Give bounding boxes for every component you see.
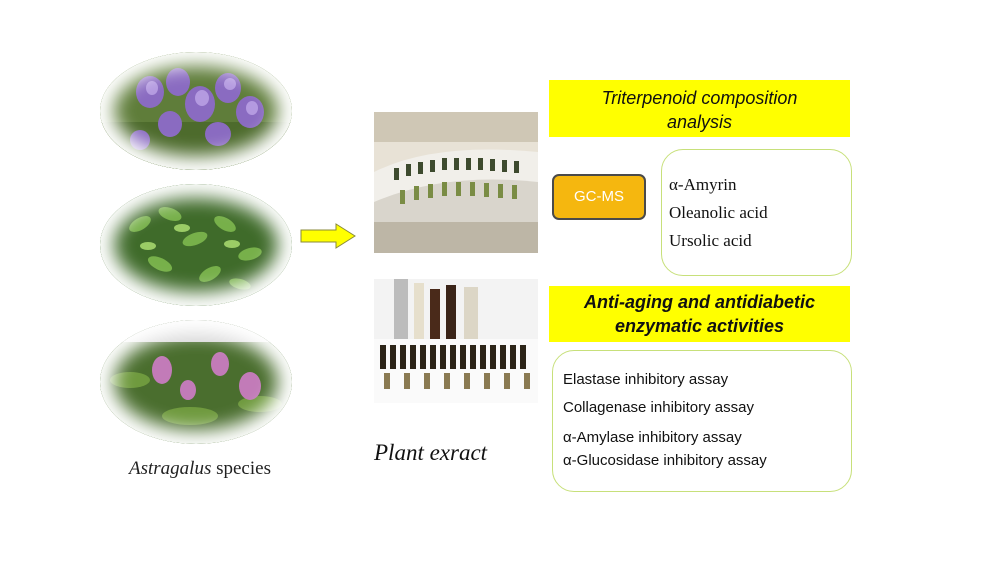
- species-caption: Astragalus species: [100, 458, 300, 480]
- triterpenoid-banner: Triterpenoid composition analysis: [549, 80, 850, 137]
- activity-banner-line1: Anti-aging and antidiabetic: [583, 292, 815, 312]
- compound-item: Ursolic acid: [669, 231, 752, 250]
- assay-item: Collagenase inhibitory assay: [563, 399, 754, 416]
- compounds-box: [661, 149, 852, 276]
- activity-banner-line2: enzymatic activities: [614, 316, 785, 336]
- plant-photo-pink-flowers: [100, 320, 292, 444]
- assay-item: α-Amylase inhibitory assay: [563, 429, 742, 446]
- right-arrow-icon: [300, 223, 356, 249]
- lab-photo-bench: [374, 112, 538, 253]
- assays-box: [552, 350, 852, 492]
- assay-item: Elastase inhibitory assay: [563, 371, 729, 388]
- gcms-method-box: GC-MS: [552, 174, 646, 220]
- assay-item: α-Glucosidase inhibitory assay: [563, 452, 767, 469]
- plant-photo-leaves: [100, 184, 292, 306]
- triterpenoid-banner-line1: Triterpenoid composition: [601, 88, 798, 108]
- compound-item: Oleanolic acid: [669, 203, 768, 222]
- species-suffix: species: [211, 458, 271, 479]
- extract-caption: Plant exract: [374, 440, 488, 465]
- plant-photo-purple-flowers: [100, 52, 292, 170]
- lab-photo-extract-vials: [374, 279, 538, 403]
- species-genus: Astragalus: [129, 458, 212, 479]
- triterpenoid-banner-line2: analysis: [666, 112, 733, 132]
- activity-banner: Anti-aging and antidiabetic enzymatic ac…: [549, 286, 850, 342]
- compound-item: α-Amyrin: [669, 175, 737, 194]
